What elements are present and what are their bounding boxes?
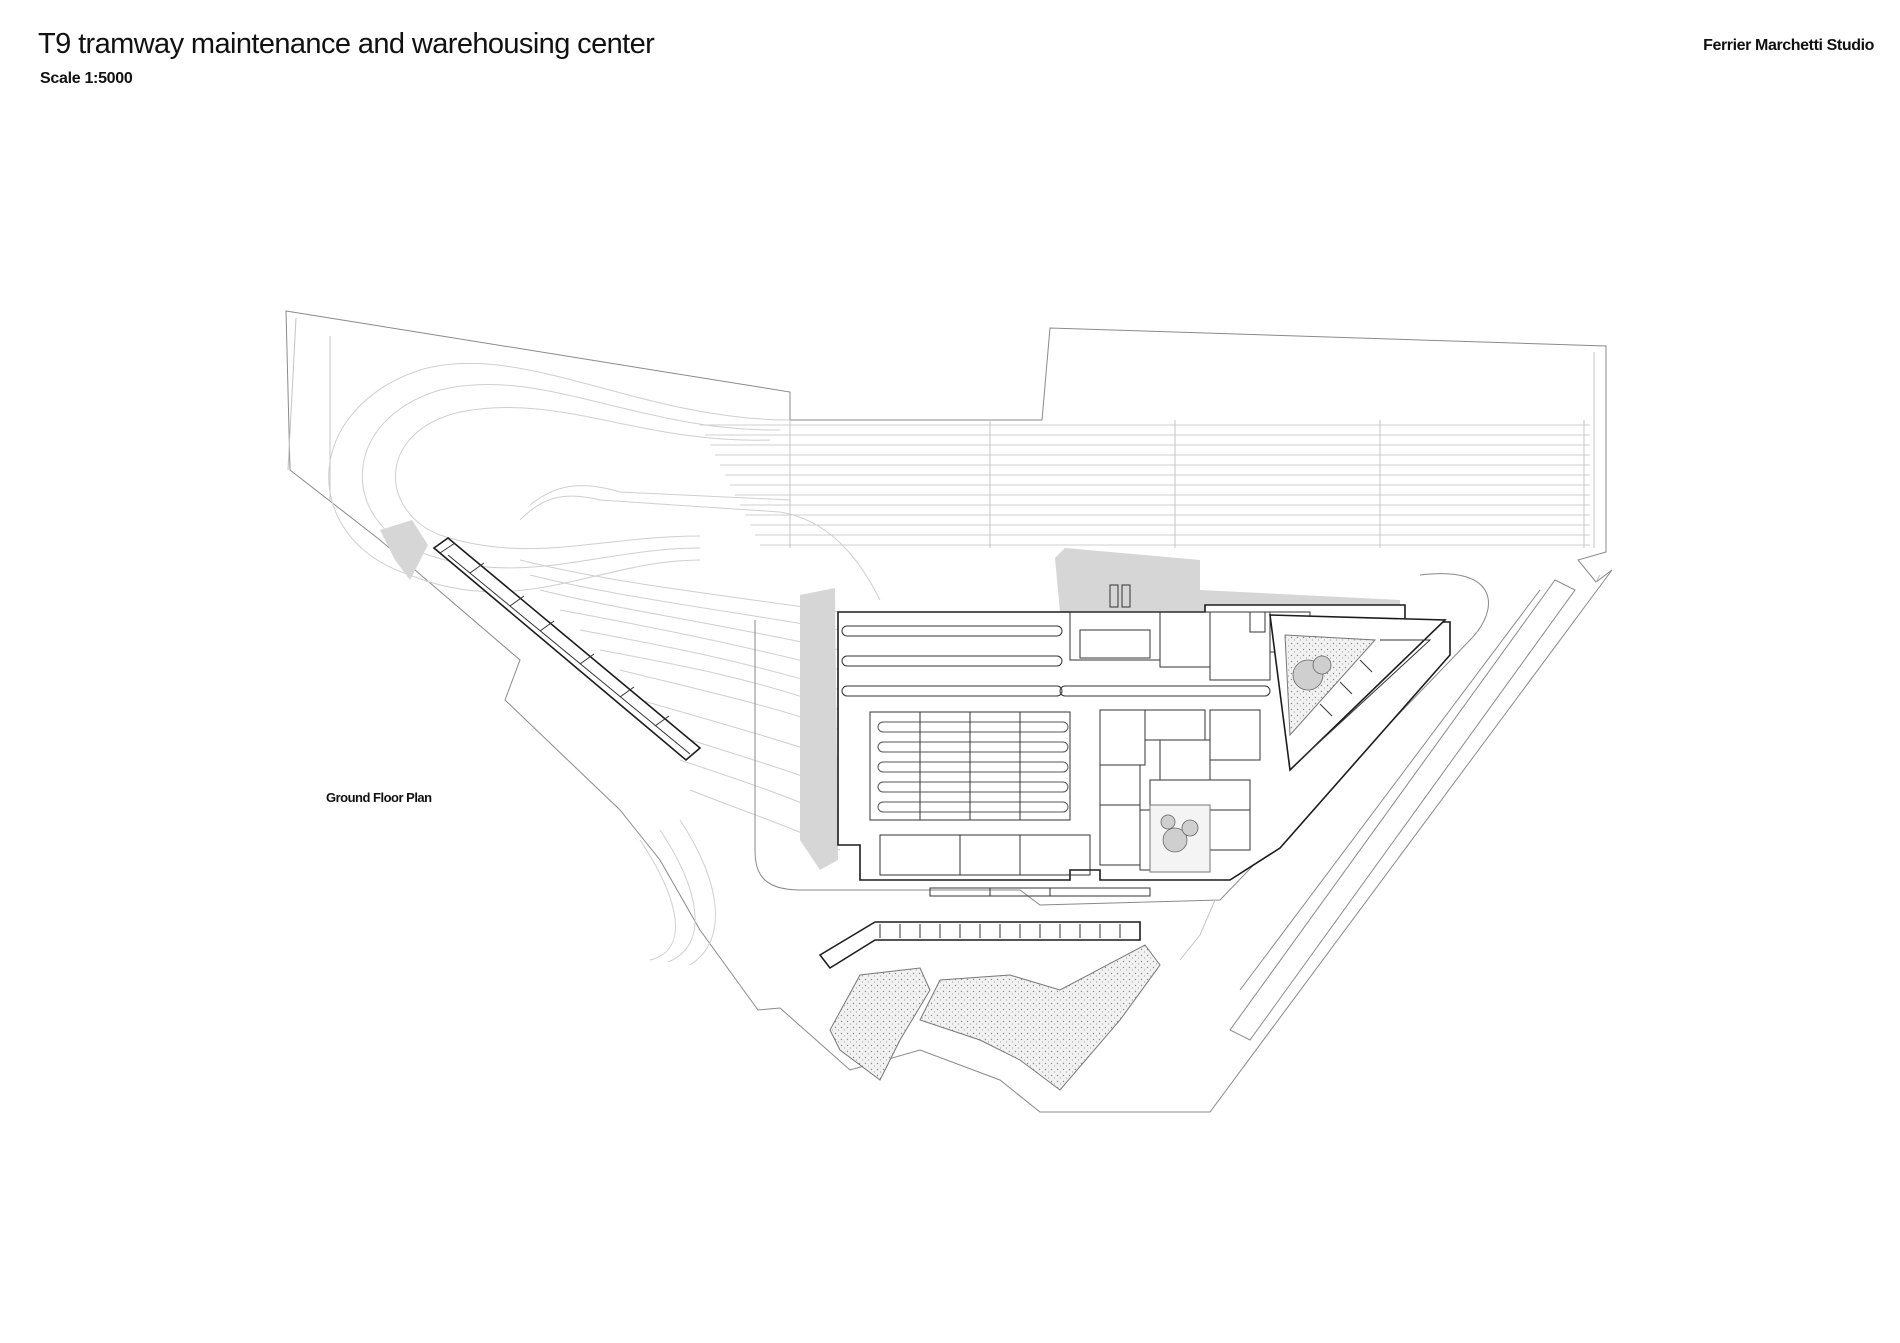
west-building-shadow [380,520,428,580]
tram-loop-inner [361,383,781,569]
tram-loop-outer [328,362,791,593]
plan-label: Ground Floor Plan [326,790,432,805]
maintenance-bays-upper [841,625,1271,697]
landscape-bed-west [829,967,931,1081]
drawing-title: T9 tramway maintenance and warehousing c… [38,28,655,60]
landscape-bed-east [919,944,1161,1091]
workshop-shadow-west [800,588,838,870]
offices-block [879,584,1311,876]
site-boundary [285,310,1613,1113]
studio-name: Ferrier Marchetti Studio [1703,37,1874,54]
maintenance-bays-lower [869,711,1071,821]
west-warehouse [432,536,702,762]
site-inner-edge [287,317,1601,583]
storage-yard-tracks [700,424,1590,546]
tram-loop-track [395,406,771,550]
scale-note: Scale 1:5000 [40,70,133,87]
parking-strip [818,921,1141,970]
east-road-strip [1229,579,1576,1041]
courtyard-tree-icon [1162,827,1188,853]
